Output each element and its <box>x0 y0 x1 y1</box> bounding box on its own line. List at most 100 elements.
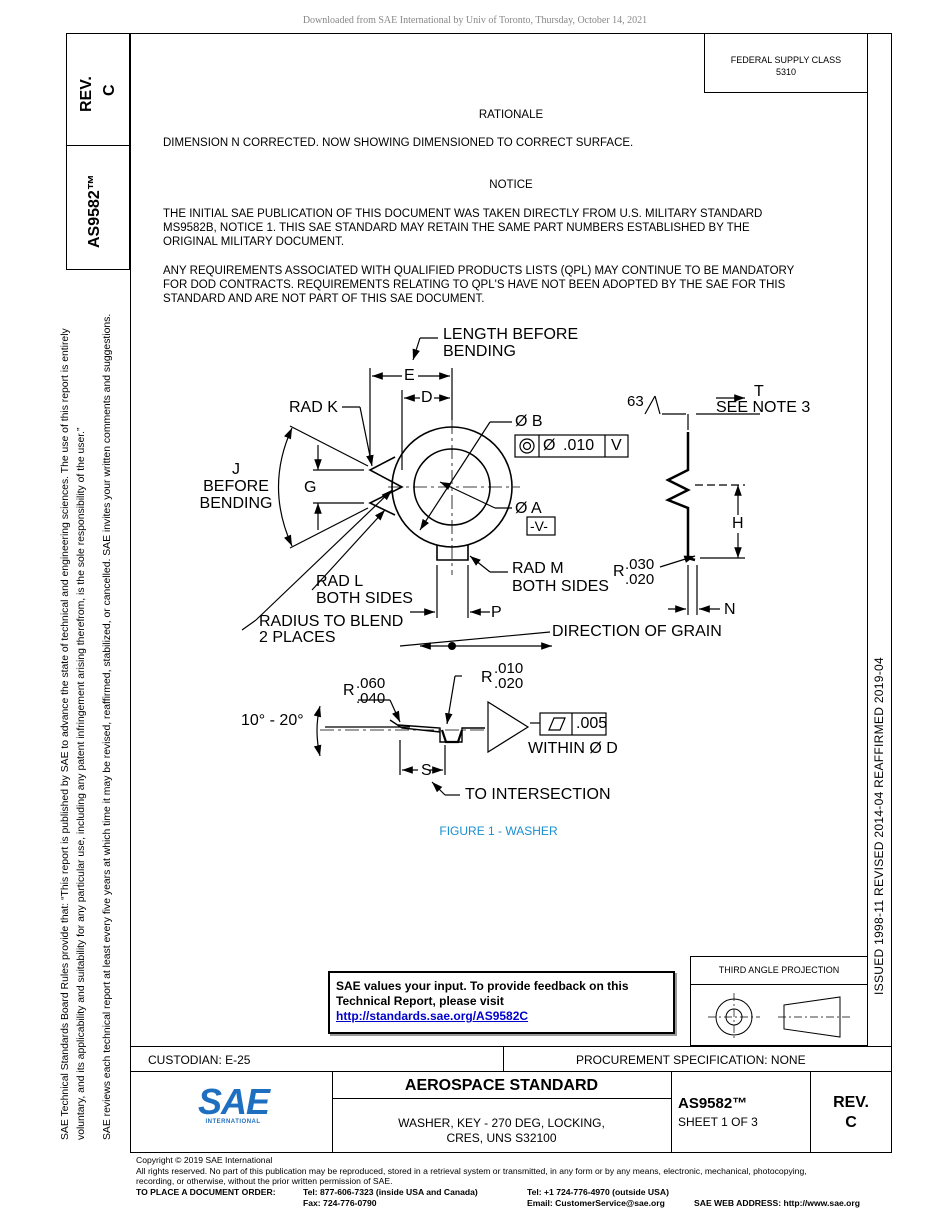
notice-p1-line2: MS9582B, NOTICE 1. THIS SAE STANDARD MAY… <box>163 222 750 234</box>
label-t: T <box>754 383 764 400</box>
feedback-link[interactable]: http://standards.sae.org/AS9582C <box>336 1009 529 1023</box>
procurement-spec: PROCUREMENT SPECIFICATION: NONE <box>576 1053 806 1067</box>
notice-para-2: ANY REQUIREMENTS ASSOCIATED WITH QUALIFI… <box>163 264 794 306</box>
label-within: WITHIN Ø D <box>528 740 618 757</box>
footer: Copyright © 2019 SAE International All r… <box>136 1155 896 1187</box>
web-address: SAE WEB ADDRESS: http://www.sae.org <box>694 1198 860 1208</box>
feedback-line1: SAE values your input. To provide feedba… <box>336 979 629 993</box>
label-h: H <box>732 515 744 532</box>
fcf-datum: V <box>611 437 622 454</box>
label-r040: .040 <box>356 690 386 707</box>
download-banner: Downloaded from SAE International by Uni… <box>302 15 648 26</box>
rights-2: recording, or otherwise, without the pri… <box>136 1176 393 1186</box>
label-r-edge1: R <box>343 682 355 699</box>
notice-p2-line2: FOR DOD CONTRACTS. REQUIREMENTS RELATING… <box>163 279 786 291</box>
label-direction-grain: DIRECTION OF GRAIN <box>552 623 722 640</box>
notice-heading: NOTICE <box>489 179 533 191</box>
third-angle-divider <box>690 984 868 985</box>
side-view-profile <box>664 432 696 562</box>
order-tel-usa: Tel: 877-606-7323 (inside USA and Canada… <box>303 1187 478 1197</box>
standard-type: AEROSPACE STANDARD <box>404 1077 599 1094</box>
label-radius-blend-2: 2 PLACES <box>259 629 336 646</box>
copyright: Copyright © 2019 SAE International <box>136 1155 273 1165</box>
label-j-3: BENDING <box>199 495 273 512</box>
title-block-num-divider <box>671 1071 672 1153</box>
label-length-before-2: BENDING <box>443 343 516 360</box>
title-rev-value: C <box>845 1114 857 1131</box>
label-r010: .010 <box>494 660 524 677</box>
feedback-box: SAE values your input. To provide feedba… <box>328 971 675 1034</box>
label-length-before-1: LENGTH BEFORE <box>443 326 579 343</box>
rationale-text: DIMENSION N CORRECTED. NOW SHOWING DIMEN… <box>163 137 634 149</box>
label-r020b: .020 <box>494 675 524 692</box>
order-label: TO PLACE A DOCUMENT ORDER: <box>136 1187 276 1197</box>
title-rev-label: REV. <box>833 1094 869 1111</box>
label-rad-l: RAD L BOTH SIDES <box>316 573 413 607</box>
label-rad-l-2: BOTH SIDES <box>316 590 413 607</box>
order-email: Email: CustomerService@sae.org <box>527 1198 665 1208</box>
label-s: S <box>421 762 432 779</box>
date-strip-border <box>867 33 868 1046</box>
label-e: E <box>404 367 415 384</box>
third-angle-box <box>690 956 868 1046</box>
label-j: J BEFORE BENDING <box>195 461 277 512</box>
label-g: G <box>304 479 317 496</box>
label-radius-blend: RADIUS TO BLEND 2 PLACES <box>259 614 403 646</box>
side-rev-box <box>66 33 130 145</box>
sheet-number: SHEET 1 OF 3 <box>678 1115 758 1129</box>
order-fax: Fax: 724-776-0790 <box>303 1198 377 1208</box>
label-dia-a: Ø A <box>515 500 542 517</box>
sae-logo-sub: INTERNATIONAL <box>205 1119 261 1125</box>
label-rad-m: RAD M BOTH SIDES <box>512 560 609 596</box>
title-block-rev-divider <box>810 1071 811 1153</box>
label-see-note: SEE NOTE 3 <box>716 399 811 416</box>
part-description-2: CRES, UNS S32100 <box>446 1131 557 1145</box>
rationale-heading: RATIONALE <box>478 109 544 121</box>
title-block-top <box>130 1046 892 1047</box>
title-block-row2 <box>130 1071 892 1072</box>
part-description-1: WASHER, KEY - 270 DEG, LOCKING, <box>398 1116 605 1130</box>
label-length-before: LENGTH BEFORE BENDING <box>443 326 578 360</box>
fsc-line1: FEDERAL SUPPLY CLASS <box>730 55 842 65</box>
flatness-value: .005 <box>576 715 608 732</box>
sae-logo-text: SAE <box>198 1081 270 1122</box>
third-angle-label: THIRD ANGLE PROJECTION <box>718 965 840 975</box>
label-datum-v: -V- <box>530 518 548 534</box>
label-rad-m-1: RAD M <box>512 560 564 577</box>
label-radius-blend-1: RADIUS TO BLEND <box>259 613 404 630</box>
label-angle: 10° - 20° <box>241 712 304 729</box>
label-r-edge2: R <box>481 669 493 686</box>
label-d: D <box>421 389 433 406</box>
label-to-intersection: TO INTERSECTION <box>465 786 611 803</box>
label-dia-b: Ø B <box>515 413 543 430</box>
label-j-2: BEFORE <box>203 478 269 495</box>
order-tel-outside: Tel: +1 724-776-4970 (outside USA) <box>527 1187 669 1197</box>
fcf-dia: Ø <box>543 437 556 454</box>
notice-p1-line3: ORIGINAL MILITARY DOCUMENT. <box>163 236 345 248</box>
notice-p1-line1: THE INITIAL SAE PUBLICATION OF THIS DOCU… <box>163 208 763 220</box>
fsc-box <box>704 33 868 93</box>
notice-para-1: THE INITIAL SAE PUBLICATION OF THIS DOCU… <box>163 207 762 249</box>
label-rad-k: RAD K <box>289 399 338 416</box>
label-r060: .060 <box>356 675 386 692</box>
label-j-1: J <box>232 461 240 478</box>
figure-caption: FIGURE 1 - WASHER <box>439 824 558 838</box>
title-doc-number: AS9582™ <box>678 1095 748 1112</box>
main-frame <box>130 33 892 1153</box>
custodian: CUSTODIAN: E-25 <box>148 1053 251 1067</box>
title-underline <box>332 1098 671 1099</box>
label-r020: .020 <box>625 571 655 588</box>
projection-symbol <box>708 993 850 1041</box>
label-r-side: R <box>613 563 625 580</box>
washer-tang <box>436 545 469 561</box>
part-description: WASHER, KEY - 270 DEG, LOCKING, CRES, UN… <box>332 1116 671 1146</box>
label-n: N <box>724 601 736 618</box>
feedback-line2: Technical Report, please visit <box>336 994 504 1008</box>
edge-profile <box>397 724 485 743</box>
title-rev: REV. C <box>810 1093 892 1133</box>
fsc-line2: 5310 <box>775 67 797 77</box>
sae-logo: SAE INTERNATIONAL <box>198 1081 270 1126</box>
side-doc-box <box>66 145 130 270</box>
rights-1: All rights reserved. No part of this pub… <box>136 1165 807 1176</box>
